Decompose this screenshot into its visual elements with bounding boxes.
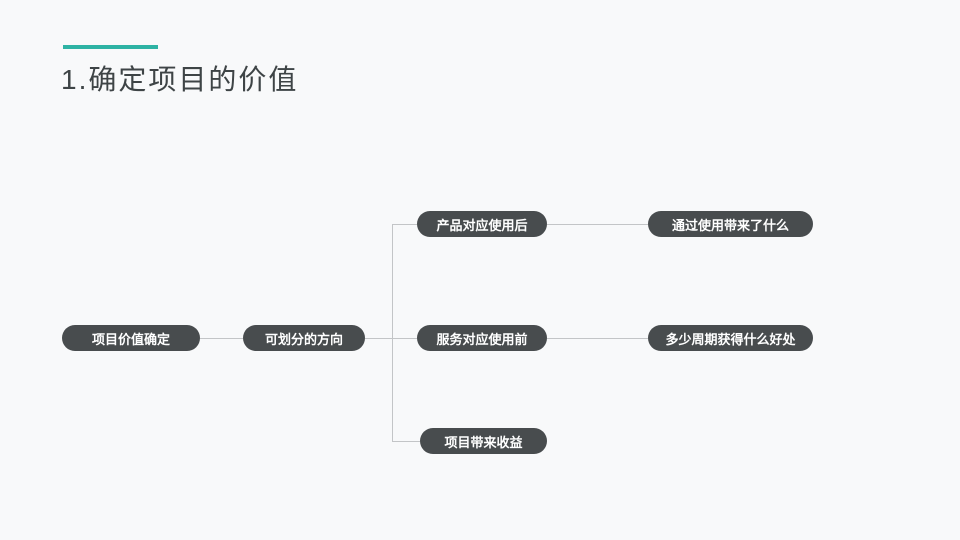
node-label: 服务对应使用前 [436,331,528,347]
node-label: 项目带来收益 [444,434,523,450]
connector-trunk-to-mid-bottom [392,441,420,442]
node-product-after-use: 产品对应使用后 [417,211,547,237]
node-label: 项目价值确定 [91,331,170,347]
connector-branch-to-trunk [365,338,417,339]
connector-mid-middle-to-right [547,338,648,339]
connector-mid-top-to-right [547,224,648,225]
node-divisible-directions: 可划分的方向 [243,325,365,351]
node-label: 多少周期获得什么好处 [665,331,796,347]
connector-trunk-vertical [392,224,393,441]
slide-title: 1.确定项目的价值 [61,64,299,95]
node-label: 可划分的方向 [264,331,343,347]
node-label: 通过使用带来了什么 [671,217,789,233]
connector-root-to-branch [200,338,243,339]
node-service-before-use: 服务对应使用前 [417,325,547,351]
title-accent-bar [63,45,158,49]
node-label: 产品对应使用后 [436,217,528,233]
node-project-benefit: 项目带来收益 [420,428,547,454]
node-project-value-determine: 项目价值确定 [62,325,200,351]
node-cycle-benefit: 多少周期获得什么好处 [648,325,813,351]
connector-trunk-to-mid-top [392,224,417,225]
node-what-use-brings: 通过使用带来了什么 [648,211,813,237]
